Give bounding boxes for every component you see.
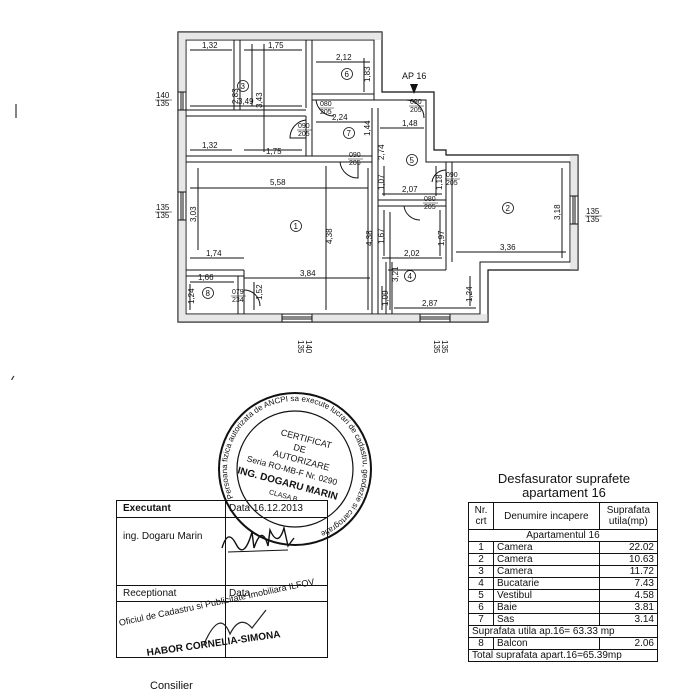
table-total-row: Total suprafata apart.16=65.39mp <box>468 649 658 662</box>
dim-label: 3,21 <box>391 266 400 282</box>
executant-date-label: Data 16.12.2013 <box>229 503 303 514</box>
dim-label: 1,44 <box>363 120 372 136</box>
summary-title-line2: apartament 16 <box>522 485 606 500</box>
dim-label: 1,75 <box>266 147 282 156</box>
receptionat-date-label: Data <box>229 588 251 599</box>
dim-label: 4,38 <box>365 230 374 246</box>
dim-label: 2,24 <box>332 113 348 122</box>
room-3: 3 <box>241 82 246 91</box>
room-4: 4 <box>408 272 413 281</box>
dim-label: 3,43 <box>255 92 264 108</box>
door-label: 080 <box>320 101 332 108</box>
window-label: 135 <box>156 99 170 108</box>
room-1: 1 <box>294 222 299 231</box>
door-label: 205 <box>320 109 332 116</box>
room-5: 5 <box>410 156 415 165</box>
dim-label: 2,87 <box>422 299 438 308</box>
door-label: 090 <box>446 172 458 179</box>
dim-label: 1,67 <box>377 228 386 244</box>
door-label: 090 <box>410 99 422 106</box>
door-label: 080 <box>424 196 436 203</box>
dim-label: 4,38 <box>325 228 334 244</box>
dim-label: 1,97 <box>437 230 446 246</box>
door-label: 205 <box>349 160 361 167</box>
window-label: 135 <box>156 203 170 212</box>
executant-date: 16.12.2013 <box>252 503 303 514</box>
dim-label: 3,03 <box>189 206 198 222</box>
executant-table: Executant Data 16.12.2013 ing. Dogaru Ma… <box>116 500 328 658</box>
door-label: 090 <box>298 123 310 130</box>
dim-label: 1,52 <box>255 284 264 300</box>
dim-label: 1,09 <box>381 290 390 306</box>
dim-label: 5,58 <box>270 178 286 187</box>
dim-label: 1,24 <box>187 288 196 304</box>
executant-name: ing. Dogaru Marin <box>123 531 203 542</box>
dim-label: 3,84 <box>300 269 316 278</box>
door-label: 205 <box>446 180 458 187</box>
dim-label: 1,75 <box>268 41 284 50</box>
summary-title-line1: Desfasurator suprafete <box>497 471 631 486</box>
window-label: 135 <box>296 340 305 354</box>
window-label: 135 <box>586 215 600 224</box>
dim-label: 1,74 <box>206 249 222 258</box>
entry-arrow-icon <box>410 84 418 94</box>
summary-title: Desfasurator suprafete apartament 16 <box>466 472 662 500</box>
window-label: 140 <box>304 340 313 354</box>
dim-label: 3,18 <box>553 204 562 220</box>
room-6: 6 <box>345 70 350 79</box>
apartment-marker: AP 16 <box>402 71 426 81</box>
dim-label: 2,74 <box>377 144 386 160</box>
door-label: 079 <box>232 289 244 296</box>
dim-label: 1,83 <box>363 66 372 82</box>
authorization-stamp: Persoana fizica autorizata de ANCPI sa e… <box>214 388 376 550</box>
floor-plan: 3 6 7 5 1 2 4 8 AP 16 1,32 1,75 2,12 3,4… <box>11 31 602 380</box>
signature <box>221 525 295 553</box>
executant-label: Executant <box>123 503 171 514</box>
door-label: 205 <box>410 107 422 114</box>
door-label: 205 <box>424 204 436 211</box>
dim-label: 1,18 <box>435 174 444 190</box>
stamp-line: DE <box>292 442 307 455</box>
receptionat-label: Receptionat <box>123 588 177 599</box>
window-label: 135 <box>156 211 170 220</box>
door-label: 234 <box>232 297 244 304</box>
office-signature <box>203 609 267 645</box>
dim-label: 2,83 <box>231 88 240 104</box>
dim-label: 1,66 <box>198 273 214 282</box>
window-label: 135 <box>440 340 449 354</box>
table-section-row: Apartamentul 16 <box>468 529 658 542</box>
dim-label: 3,36 <box>500 243 516 252</box>
table-util-row: Suprafata utila ap.16= 63.33 mp <box>468 625 658 638</box>
dim-label: 2,12 <box>336 53 352 62</box>
dim-label: 2,02 <box>404 249 420 258</box>
window-label: 135 <box>586 207 600 216</box>
dim-label: 1,32 <box>202 41 218 50</box>
official-role: Consilier <box>150 680 193 692</box>
dim-label: 1,32 <box>202 141 218 150</box>
room-7: 7 <box>347 129 352 138</box>
dim-label: 3,49 <box>238 97 254 106</box>
door-label: 090 <box>349 152 361 159</box>
dim-label: 1,24 <box>465 286 474 302</box>
room-8: 8 <box>206 289 211 298</box>
dim-label: 1,07 <box>377 174 386 190</box>
door-label: 205 <box>298 131 310 138</box>
dim-label: 2,07 <box>402 185 418 194</box>
room-2: 2 <box>506 204 511 213</box>
window-label: 135 <box>432 340 441 354</box>
dim-label: 1,48 <box>402 119 418 128</box>
window-label: 140 <box>156 91 170 100</box>
